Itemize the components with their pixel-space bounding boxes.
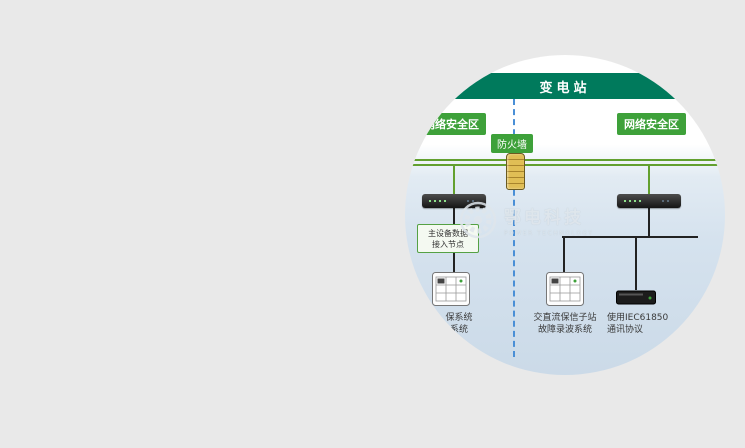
watermark: 鄂电科技 POWER TECHNOLOGY [458,200,593,240]
caption-right-line2: 通讯协议 [607,325,644,335]
switch-led-icon [624,200,626,202]
diagram-circle: 变电站 网络安全区 网络安全区 防火墙 主设备数据 接入节点 [405,55,725,375]
caption-left: 保系统 系统 [433,312,485,336]
relay-device-icon-left [432,272,470,306]
firewall-icon [506,153,525,190]
network-bus-line-bottom [405,164,725,166]
connector-black-horizontal [562,236,698,238]
zone-label-left: 网络安全区 [417,113,486,135]
firewall-label: 防火墙 [491,134,533,153]
watermark-brand: 鄂电科技 [504,208,584,228]
security-zone-divider-dashed-line [513,99,515,357]
access-node-box: 主设备数据 接入节点 [417,224,479,253]
recorder-device-icon [616,290,656,305]
connector-black-recorder [635,236,637,290]
zone-label-right: 网络安全区 [617,113,686,135]
caption-middle: 交直流保信子站 故障录波系统 [522,312,608,336]
caption-middle-line1: 交直流保信子站 [533,313,597,323]
connector-green-right [648,166,650,194]
watermark-subtitle: POWER TECHNOLOGY [504,230,594,237]
caption-right: 使用IEC61850 通讯协议 [607,312,702,336]
access-node-line1: 主设备数据 [428,229,468,238]
network-bus-line-top [405,159,725,161]
banner: 变电站 [405,73,725,99]
caption-left-line2: 系统 [449,325,468,335]
relay-device-icon-middle [546,272,584,306]
network-switch-right [617,194,681,208]
caption-left-line1: 保系统 [445,313,473,323]
connector-black-middle-device [563,236,565,273]
caption-right-line1: 使用IEC61850 [607,313,669,323]
gear-icon [459,201,497,239]
access-node-line2: 接入节点 [432,240,464,249]
banner-title: 变电站 [539,80,591,96]
connector-black-right [648,208,650,236]
switch-led-icon [429,200,431,202]
caption-middle-line2: 故障录波系统 [537,325,592,335]
connector-green-left [453,166,455,194]
watermark-text: 鄂电科技 POWER TECHNOLOGY [504,203,593,237]
